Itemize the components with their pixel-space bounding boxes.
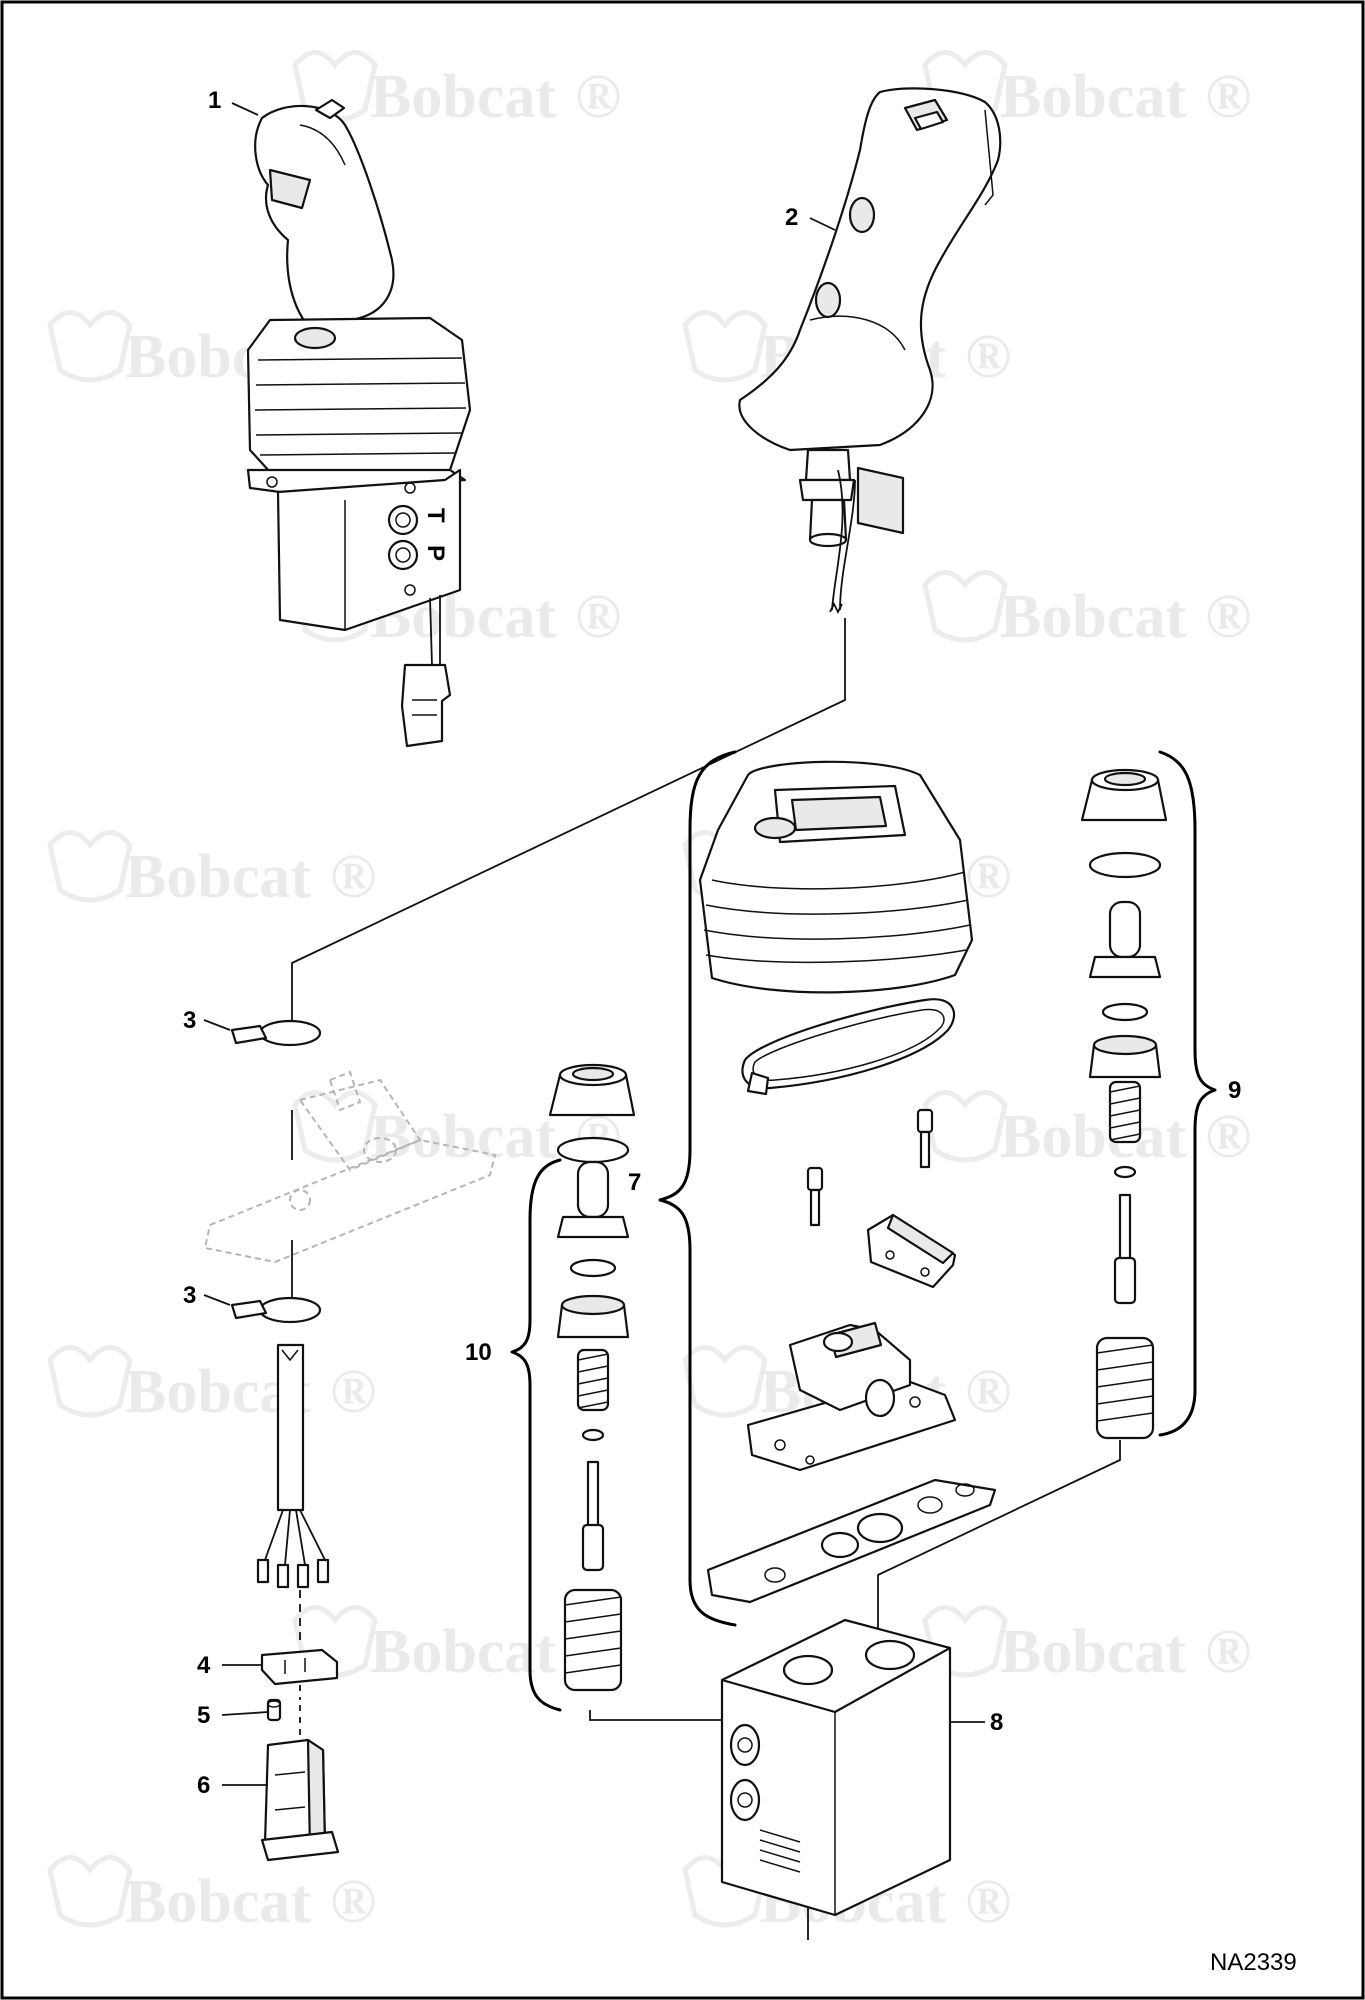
watermark-registered: ® [575, 63, 621, 131]
watermark-text: Bobcat [1000, 1618, 1186, 1686]
joystick-assembly-part-1: T P [246, 98, 472, 748]
callout-3-lower: 3 [183, 1282, 196, 1309]
watermark-registered: ® [1205, 583, 1251, 651]
tank-port-label: T [422, 508, 449, 523]
callout-10: 10 [465, 1339, 492, 1366]
watermark-text: Bobcat [370, 63, 556, 131]
watermark-registered: ® [965, 323, 1011, 391]
callout-3-upper: 3 [183, 1007, 196, 1034]
callout-8: 8 [990, 1709, 1003, 1736]
connector-lock-part-4 [260, 1648, 339, 1686]
joystick-handle-part-2 [738, 87, 1002, 615]
watermark: Bobcat ® [922, 1605, 1251, 1686]
pressure-port-label: P [422, 545, 449, 561]
routing-lines [291, 618, 1121, 1940]
boot-gasket [741, 998, 956, 1096]
cable-tie-lower-part-3 [230, 1296, 322, 1324]
watermark: Bobcat ® [922, 570, 1251, 651]
watermark: Bobcat ® [292, 570, 621, 651]
callout-6: 6 [197, 1772, 210, 1799]
bracket-group-7 [658, 750, 737, 1627]
watermark-registered: ® [965, 843, 1011, 911]
seal-plug-part-5 [266, 1698, 282, 1722]
watermark-registered: ® [965, 1868, 1011, 1936]
watermark: Bobcat ® [922, 50, 1251, 131]
watermark-text: Bobcat [370, 1618, 556, 1686]
watermark: Bobcat ® [47, 1345, 376, 1426]
wiring-harness [256, 1343, 330, 1640]
callout-leaders [203, 102, 985, 1786]
watermark: Bobcat ® [922, 1090, 1251, 1171]
bracket-group-9 [1158, 750, 1217, 1437]
watermark-text: Bobcat [125, 1868, 311, 1936]
watermark-registered: ® [1205, 1103, 1251, 1171]
watermark-registered: ® [1205, 1618, 1251, 1686]
watermark-registered: ® [330, 1868, 376, 1936]
retainer-clip [866, 1213, 957, 1289]
watermark-registered: ® [330, 843, 376, 911]
watermark-registered: ® [575, 583, 621, 651]
watermark: Bobcat ® [292, 50, 621, 131]
watermark-layer: Bobcat ® Bobcat ® Bobcat ® Bobcat ® Bobc… [47, 50, 1251, 1936]
pilot-cartridge-stack-part-10 [548, 1063, 636, 1692]
valve-body-part-8 [720, 1618, 952, 1917]
pilot-cartridge-stack-part-9 [1080, 768, 1168, 1440]
watermark-registered: ® [330, 1358, 376, 1426]
gimbal-base [746, 1321, 957, 1472]
ghost-mount-plate [203, 1070, 497, 1264]
watermark-text: Bobcat [125, 843, 311, 911]
watermark-text: Bobcat [1000, 63, 1186, 131]
adapter-plate [706, 1478, 997, 1604]
watermark: Bobcat ® [47, 830, 376, 911]
figure-code: NA2339 [1210, 1949, 1297, 1976]
watermark-text: Bobcat [370, 1103, 556, 1171]
callout-4: 4 [197, 1652, 211, 1679]
cable-tie-upper-part-3 [230, 1019, 322, 1047]
bracket-group-10 [510, 1158, 562, 1712]
callout-5: 5 [197, 1702, 210, 1729]
connector-housing-part-6 [260, 1738, 340, 1862]
callout-7: 7 [628, 1169, 641, 1196]
watermark-text: Bobcat [1000, 1103, 1186, 1171]
callout-2: 2 [785, 204, 798, 231]
watermark: Bobcat ® [47, 1855, 376, 1936]
callout-labels: 1 2 3 3 4 5 6 7 8 9 10 [183, 87, 1241, 1799]
watermark-registered: ® [965, 1358, 1011, 1426]
callout-9: 9 [1228, 1077, 1241, 1104]
callout-1: 1 [208, 87, 221, 114]
watermark-registered: ® [1205, 63, 1251, 131]
rubber-boot [698, 760, 974, 994]
mounting-screws [806, 1108, 934, 1227]
watermark-text: Bobcat [1000, 583, 1186, 651]
